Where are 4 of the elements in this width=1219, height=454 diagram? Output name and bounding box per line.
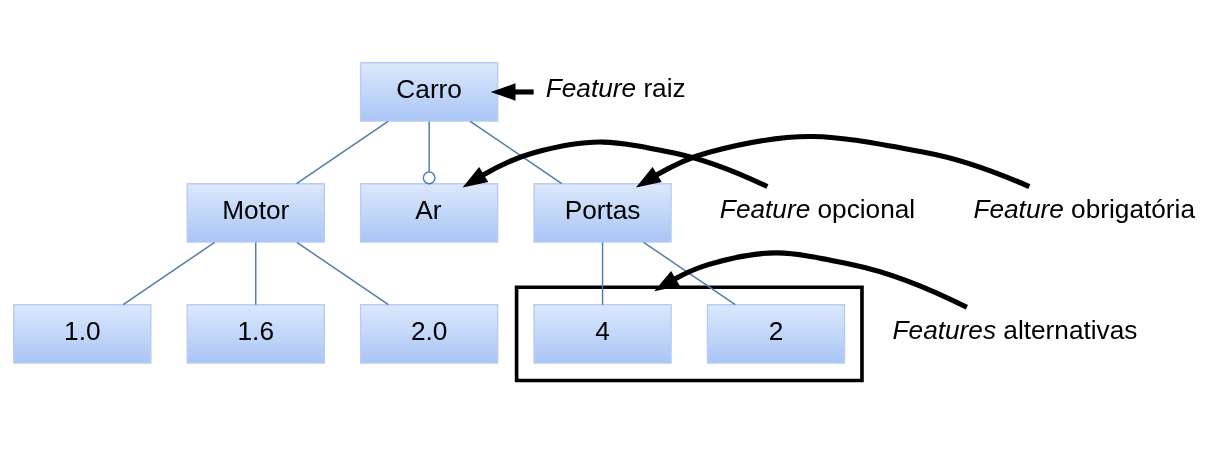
node-text: Feature opcional	[719, 193, 916, 224]
node-text: Feature raiz	[545, 72, 686, 103]
node-text: Feature obrigatória	[973, 193, 1195, 224]
node-text: Features alternativas	[892, 314, 1138, 345]
